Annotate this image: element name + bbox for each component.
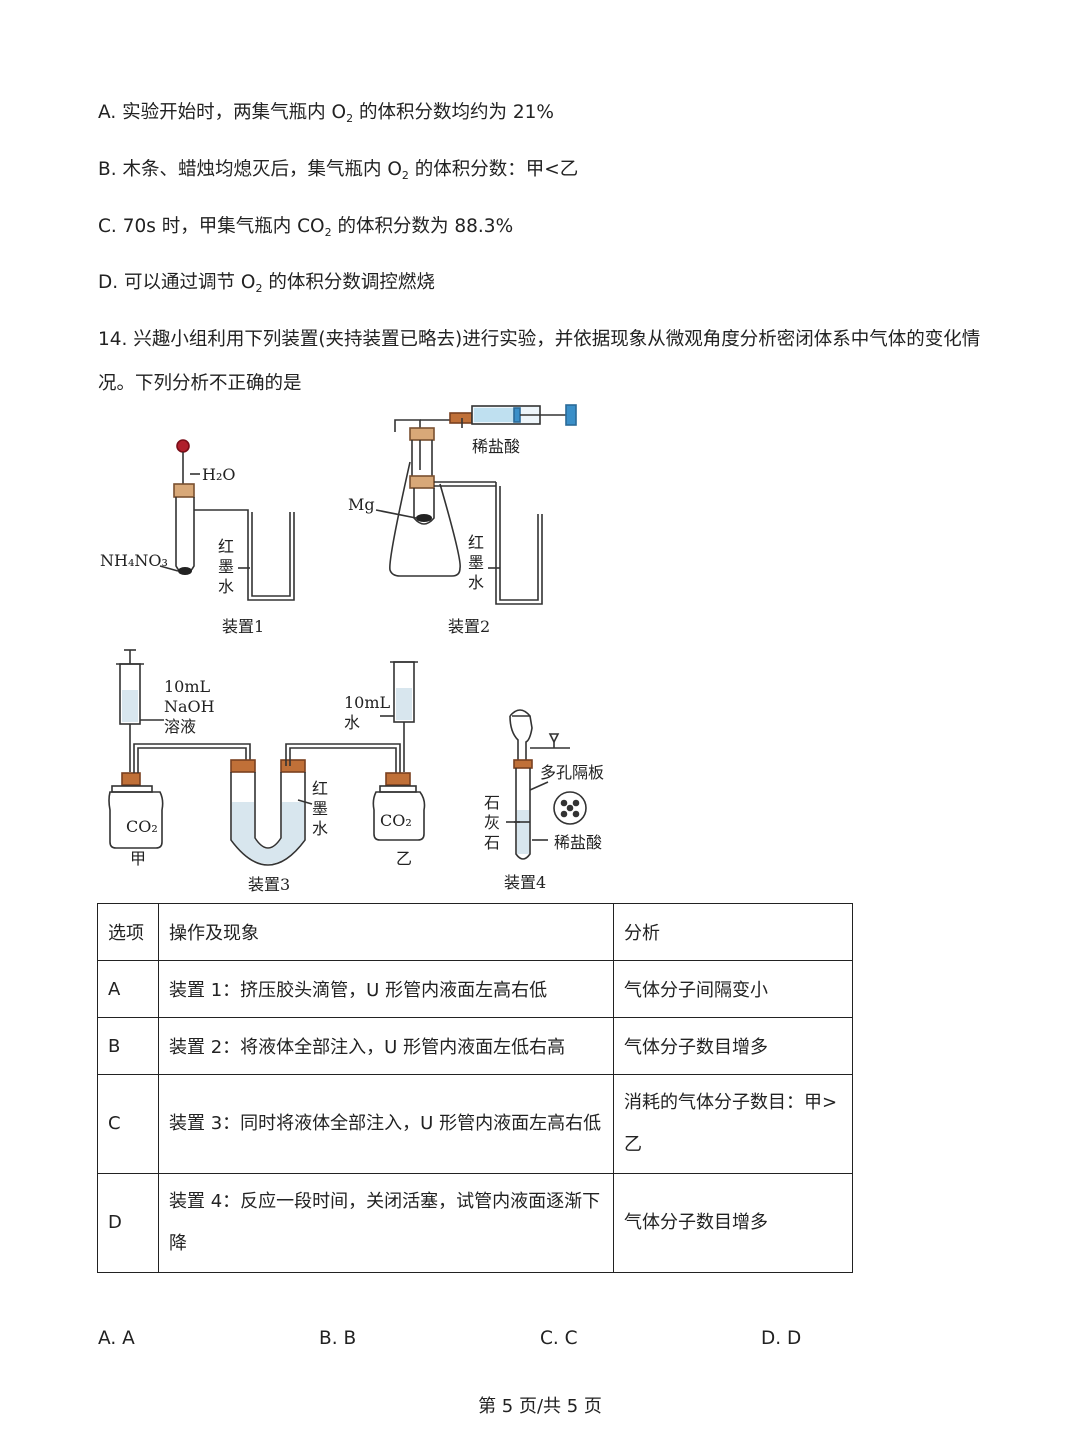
label-10ml: 10mL — [164, 677, 211, 696]
row-operation: 装置 4：反应一段时间，关闭活塞，试管内液面逐渐下降 — [158, 1173, 614, 1273]
table-row: A 装置 1：挤压胶头滴管，U 形管内液面左高右低 气体分子间隔变小 — [97, 960, 853, 1018]
label-ink: 墨 — [468, 553, 484, 572]
caption-device-4: 装置4 — [504, 873, 546, 892]
option-text: 的体积分数均约为 21% — [353, 102, 554, 123]
table-header-row: 选项 操作及现象 分析 — [97, 903, 853, 961]
answer-choice-b[interactable]: B. B — [319, 1328, 357, 1349]
option-b-line: B. 木条、蜡烛均熄灭后，集气瓶内 O2 的体积分数：甲<乙 — [98, 155, 578, 182]
label-solution: 溶液 — [164, 717, 196, 736]
device-4 — [506, 709, 587, 860]
label-water-char: 水 — [344, 713, 360, 732]
option-a-line: A. 实验开始时，两集气瓶内 O2 的体积分数均约为 21% — [98, 98, 554, 125]
question-number: 14. — [98, 329, 128, 350]
answer-choice-d[interactable]: D. D — [761, 1328, 802, 1349]
caption-device-2: 装置2 — [448, 617, 490, 636]
option-letter: B. — [98, 159, 117, 180]
table-row: C 装置 3：同时将液体全部注入，U 形管内液面左高右低 消耗的气体分子数目：甲… — [97, 1074, 853, 1174]
header-operation: 操作及现象 — [158, 903, 614, 961]
label-water-char: 水 — [218, 577, 234, 596]
option-text: 70s 时，甲集气瓶内 CO — [122, 216, 325, 237]
row-analysis: 气体分子数目增多 — [613, 1017, 853, 1075]
row-option: C — [97, 1074, 159, 1174]
row-option: A — [97, 960, 159, 1018]
label-ink: 墨 — [218, 557, 234, 576]
option-text: 的体积分数：甲<乙 — [408, 159, 579, 180]
table-row: D 装置 4：反应一段时间，关闭活塞，试管内液面逐渐下降 气体分子数目增多 — [97, 1173, 853, 1273]
row-analysis: 气体分子数目增多 — [613, 1173, 853, 1273]
label-red: 红 — [218, 537, 234, 556]
label-water: H₂O — [202, 465, 235, 484]
subscript: 2 — [324, 226, 332, 239]
apparatus-figure: H₂O NH₄NO₃ 红 墨 水 装置1 稀盐酸 Mg 红 墨 水 装置2 10… — [100, 404, 604, 894]
option-text: 实验开始时，两集气瓶内 O — [122, 102, 347, 123]
answer-choice-a[interactable]: A. A — [98, 1328, 135, 1349]
label-10ml: 10mL — [344, 693, 391, 712]
subscript: 2 — [401, 169, 409, 182]
label-water-char: 水 — [312, 819, 328, 838]
analysis-table: 选项 操作及现象 分析 A 装置 1：挤压胶头滴管，U 形管内液面左高右低 气体… — [97, 903, 853, 1273]
option-letter: A. — [98, 102, 117, 123]
label-stone-2: 灰 — [484, 813, 500, 832]
option-letter: C. — [98, 216, 117, 237]
row-operation: 装置 2：将液体全部注入，U 形管内液面左低右高 — [158, 1017, 614, 1075]
label-jia: 甲 — [130, 849, 146, 868]
option-text: 的体积分数调控燃烧 — [262, 272, 435, 293]
subscript: 2 — [346, 112, 354, 125]
row-analysis: 消耗的气体分子数目：甲>乙 — [613, 1074, 853, 1174]
label-yi: 乙 — [396, 849, 412, 868]
page-footer: 第 5 页/共 5 页 — [478, 1396, 602, 1417]
option-d-line: D. 可以通过调节 O2 的体积分数调控燃烧 — [98, 268, 435, 295]
table-row: B 装置 2：将液体全部注入，U 形管内液面左低右高 气体分子数目增多 — [97, 1017, 853, 1075]
header-option: 选项 — [97, 903, 159, 961]
label-red: 红 — [468, 533, 484, 552]
label-nh4no3: NH₄NO₃ — [100, 551, 168, 570]
label-ink: 墨 — [312, 799, 328, 818]
caption-device-3: 装置3 — [248, 875, 290, 894]
label-stone-3: 石 — [484, 833, 500, 852]
label-mg: Mg — [348, 495, 375, 514]
row-analysis: 气体分子间隔变小 — [613, 960, 853, 1018]
option-text: 木条、蜡烛均熄灭后，集气瓶内 O — [122, 159, 402, 180]
label-porous-plate: 多孔隔板 — [540, 763, 604, 782]
label-co2-jia: CO₂ — [126, 817, 158, 836]
row-operation: 装置 3：同时将液体全部注入，U 形管内液面左高右低 — [158, 1074, 614, 1174]
label-water-char: 水 — [468, 573, 484, 592]
row-option: D — [97, 1173, 159, 1273]
row-option: B — [97, 1017, 159, 1075]
label-red: 红 — [312, 779, 328, 798]
option-text: 的体积分数为 88.3% — [331, 216, 514, 237]
header-analysis: 分析 — [613, 903, 853, 961]
answer-choice-c[interactable]: C. C — [540, 1328, 578, 1349]
question-14: 14. 兴趣小组利用下列装置(夹持装置已略去)进行实验，并依据现象从微观角度分析… — [98, 318, 998, 406]
label-naoh: NaOH — [164, 697, 215, 716]
question-text: 兴趣小组利用下列装置(夹持装置已略去)进行实验，并依据现象从微观角度分析密闭体系… — [98, 329, 981, 394]
label-stone-1: 石 — [484, 793, 500, 812]
device-2 — [375, 404, 577, 605]
label-co2-yi: CO₂ — [380, 811, 412, 830]
caption-device-1: 装置1 — [222, 617, 264, 636]
row-operation: 装置 1：挤压胶头滴管，U 形管内液面左高右低 — [158, 960, 614, 1018]
device-3 — [108, 649, 426, 866]
subscript: 2 — [255, 282, 263, 295]
option-text: 可以通过调节 O — [124, 272, 256, 293]
label-acid: 稀盐酸 — [554, 833, 602, 852]
label-acid: 稀盐酸 — [472, 437, 520, 456]
device-1 — [159, 439, 295, 601]
option-c-line: C. 70s 时，甲集气瓶内 CO2 的体积分数为 88.3% — [98, 212, 513, 239]
option-letter: D. — [98, 272, 119, 293]
dropper-bulb-icon — [176, 439, 190, 453]
